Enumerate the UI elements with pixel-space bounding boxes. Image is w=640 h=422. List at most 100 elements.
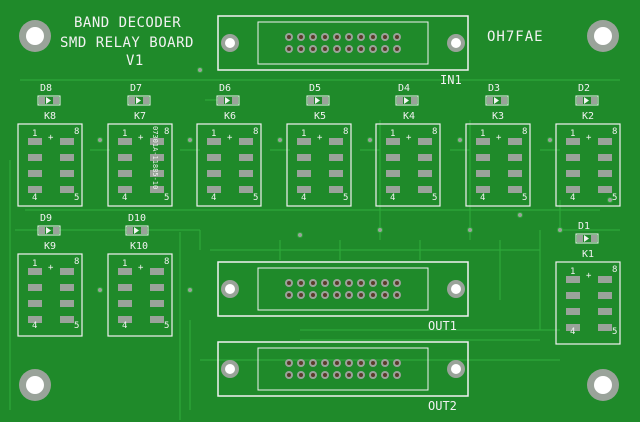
pin-mark-1: 1 [122,129,128,139]
connector-out1-mount-hole [225,284,235,294]
connector-out1-pin-hole [359,293,363,297]
relay-label-k9: K9 [44,241,57,252]
relay-k8-pad [28,186,42,193]
diode-d10-symbol [134,227,139,234]
relay-k7-pad [118,170,132,177]
pin-mark-8: 8 [343,127,349,137]
connector-out2-pin-hole [395,361,399,365]
connector-out2-pin-hole [287,361,291,365]
relay-k1-pad [566,292,580,299]
relay-k2-pad [566,170,580,177]
relay-k1-pad [598,276,612,283]
relay-k7-pad [150,186,164,193]
connector-out2-pin-hole [359,361,363,365]
plus-mark: + [406,133,412,143]
connector-in1-pin-hole [371,47,375,51]
pin-mark-8: 8 [612,265,618,275]
connector-out2-pin-hole [335,361,339,365]
diode-d3-outline [485,95,509,106]
connector-out1-outline [217,261,469,317]
relay-k7-pad [150,154,164,161]
relay-k8-outline [17,123,83,207]
relay-k4-pad [386,154,400,161]
relay-k5-pad [297,186,311,193]
relay-k4-pad [386,170,400,177]
relay-label-k7: K7 [134,111,147,122]
connector-out1-pin-hole [371,293,375,297]
connector-in1-pin-hole [347,35,351,39]
pin-mark-8: 8 [164,127,170,137]
connector-out2-pin-hole [347,373,351,377]
relay-label-k10: K10 [130,241,149,252]
relay-k8-pad [28,170,42,177]
via [187,287,193,293]
relay-k9-pad [28,284,42,291]
connector-in1-pin-hole [359,47,363,51]
diode-label-d7: D7 [130,83,143,94]
relay-k2-pad [598,138,612,145]
relay-k10-pad [118,284,132,291]
relay-k9-pad [60,284,74,291]
relay-k3-pad [476,154,490,161]
relay-k1-pad [566,276,580,283]
relay-k8-pad [60,138,74,145]
diode-d8-symbol [46,97,51,104]
plus-mark: + [496,133,502,143]
pin-mark-5: 5 [343,193,349,203]
relay-k3-pad [476,186,490,193]
pin-mark-1: 1 [480,129,486,139]
relay-k9-outline [17,253,83,337]
pin-mark-4: 4 [32,321,38,331]
pin-mark-4: 4 [390,193,396,203]
diode-d9-outline [37,225,61,236]
diode-d5-symbol [315,97,320,104]
relay-k5-outline [286,123,352,207]
pin-mark-4: 4 [570,193,576,203]
relay-k4-pad [418,154,432,161]
relay-k6-pad [239,186,253,193]
relay-k4-outline [375,123,441,207]
relay-k3-pad [476,170,490,177]
connector-out2-mount-hole [451,364,461,374]
pin-mark-1: 1 [211,129,217,139]
relay-label-k3: K3 [492,111,505,122]
relay-k5-pad [297,154,311,161]
pin-mark-1: 1 [570,267,576,277]
connector-out2-pin-hole [311,361,315,365]
connector-out1-mount-hole [451,284,461,294]
relay-k3-pad [508,138,522,145]
pin-mark-1: 1 [122,259,128,269]
diode-label-d2: D2 [578,83,591,94]
diode-d7-outline [127,95,151,106]
relay-k10-pad [150,316,164,323]
relay-k1-pad [598,308,612,315]
connector-in1-pin-hole [287,35,291,39]
plus-mark: + [138,133,144,143]
connector-out1-pin-hole [335,281,339,285]
relay-k3-outline [465,123,531,207]
pin-mark-5: 5 [164,193,170,203]
relay-k2-pad [566,138,580,145]
connector-label-out2: OUT2 [428,399,457,413]
relay-k3-pad [508,186,522,193]
relay-k10-pad [118,268,132,275]
connector-out2-pin-hole [323,361,327,365]
relay-k8-pad [28,154,42,161]
connector-in1-pin-hole [311,47,315,51]
relay-k7-outline [107,123,173,207]
diode-label-d6: D6 [219,83,232,94]
pin-mark-8: 8 [612,127,618,137]
plus-mark: + [317,133,323,143]
relay-k6-pad [239,138,253,145]
relay-k4-pad [418,138,432,145]
diode-d4-pad [411,97,417,104]
connector-out2-body [257,347,429,391]
connector-out2-pin-hole [287,373,291,377]
connector-out1-pin-hole [395,281,399,285]
connector-in1-pin-hole [323,35,327,39]
pin-mark-5: 5 [432,193,438,203]
pin-mark-8: 8 [253,127,259,137]
diode-d6-symbol [225,97,230,104]
board-title-line-2: SMD RELAY BOARD [60,35,194,51]
relay-k5-pad [329,170,343,177]
